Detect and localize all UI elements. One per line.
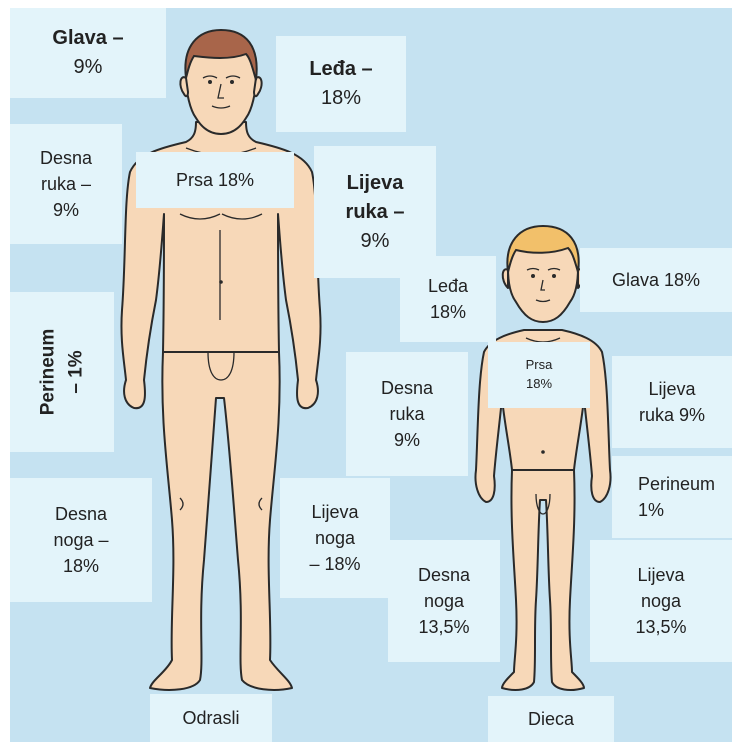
child-chest-line2: 18% [526,375,552,394]
child-right-leg-label: Desna noga 13,5% [388,540,500,662]
child-perineum-line1: Perineum [638,471,715,497]
adult-head-label: Glava – 9% [10,8,166,98]
child-perineum-label: Perineum 1% [612,456,732,538]
child-head-text: Glava 18% [612,267,700,293]
child-left-leg-line2: noga [641,588,681,614]
adult-right-leg-label: Desna noga – 18% [10,478,152,602]
child-head-label: Glava 18% [580,248,732,312]
child-right-leg-line1: Desna [418,562,470,588]
adult-perineum-label: Perineum – 1% [10,292,114,452]
adult-right-arm-line1: Desna [40,145,92,171]
adult-right-leg-line1: Desna [55,501,107,527]
adult-back-line2: 18% [321,84,361,113]
adult-right-leg-line2: noga – [53,527,108,553]
child-left-leg-label: Lijeva noga 13,5% [590,540,732,662]
adult-back-line1: Leđa – [309,55,372,84]
adult-right-leg-line3: 18% [63,553,99,579]
adult-perineum-line2: – 1% [62,329,90,416]
adult-head-line1: Glava – [52,24,123,53]
child-back-line1: Leđa [428,273,468,299]
adult-right-arm-label: Desna ruka – 9% [10,124,122,244]
child-left-arm-label: Lijeva ruka 9% [612,356,732,448]
child-right-arm-line3: 9% [394,427,420,453]
adult-caption: Odrasli [150,694,272,742]
child-left-leg-line1: Lijeva [637,562,684,588]
adult-left-leg-line3: – 18% [309,551,360,577]
adult-caption-text: Odrasli [182,705,239,731]
child-chest-label: Prsa 18% [488,342,590,408]
adult-right-arm-line2: ruka – [41,171,91,197]
adult-left-arm-line3: 9% [361,227,390,256]
child-caption: Dieca [488,696,614,742]
child-right-arm-label: Desna ruka 9% [346,352,468,476]
child-left-arm-line1: Lijeva [648,376,695,402]
child-left-arm-line2: ruka 9% [639,402,705,428]
child-chest-line1: Prsa [526,356,553,375]
child-right-leg-line3: 13,5% [418,614,469,640]
adult-chest-text: Prsa 18% [176,167,254,193]
child-caption-text: Dieca [528,706,574,732]
child-back-label: Leđa 18% [400,256,496,342]
adult-left-arm-line2: ruka – [346,198,405,227]
adult-head-line2: 9% [74,53,103,82]
adult-left-leg-label: Lijeva noga – 18% [280,478,390,598]
child-right-leg-line2: noga [424,588,464,614]
child-perineum-line2: 1% [638,497,664,523]
adult-right-arm-line3: 9% [53,197,79,223]
child-back-line2: 18% [430,299,466,325]
child-right-arm-line2: ruka [389,401,424,427]
adult-left-leg-line2: noga [315,525,355,551]
adult-back-label: Leđa – 18% [276,36,406,132]
child-right-arm-line1: Desna [381,375,433,401]
adult-chest-label: Prsa 18% [136,152,294,208]
child-left-leg-line3: 13,5% [635,614,686,640]
adult-left-arm-line1: Lijeva [347,169,404,198]
adult-left-leg-line1: Lijeva [311,499,358,525]
adult-perineum-line1: Perineum [34,329,62,416]
